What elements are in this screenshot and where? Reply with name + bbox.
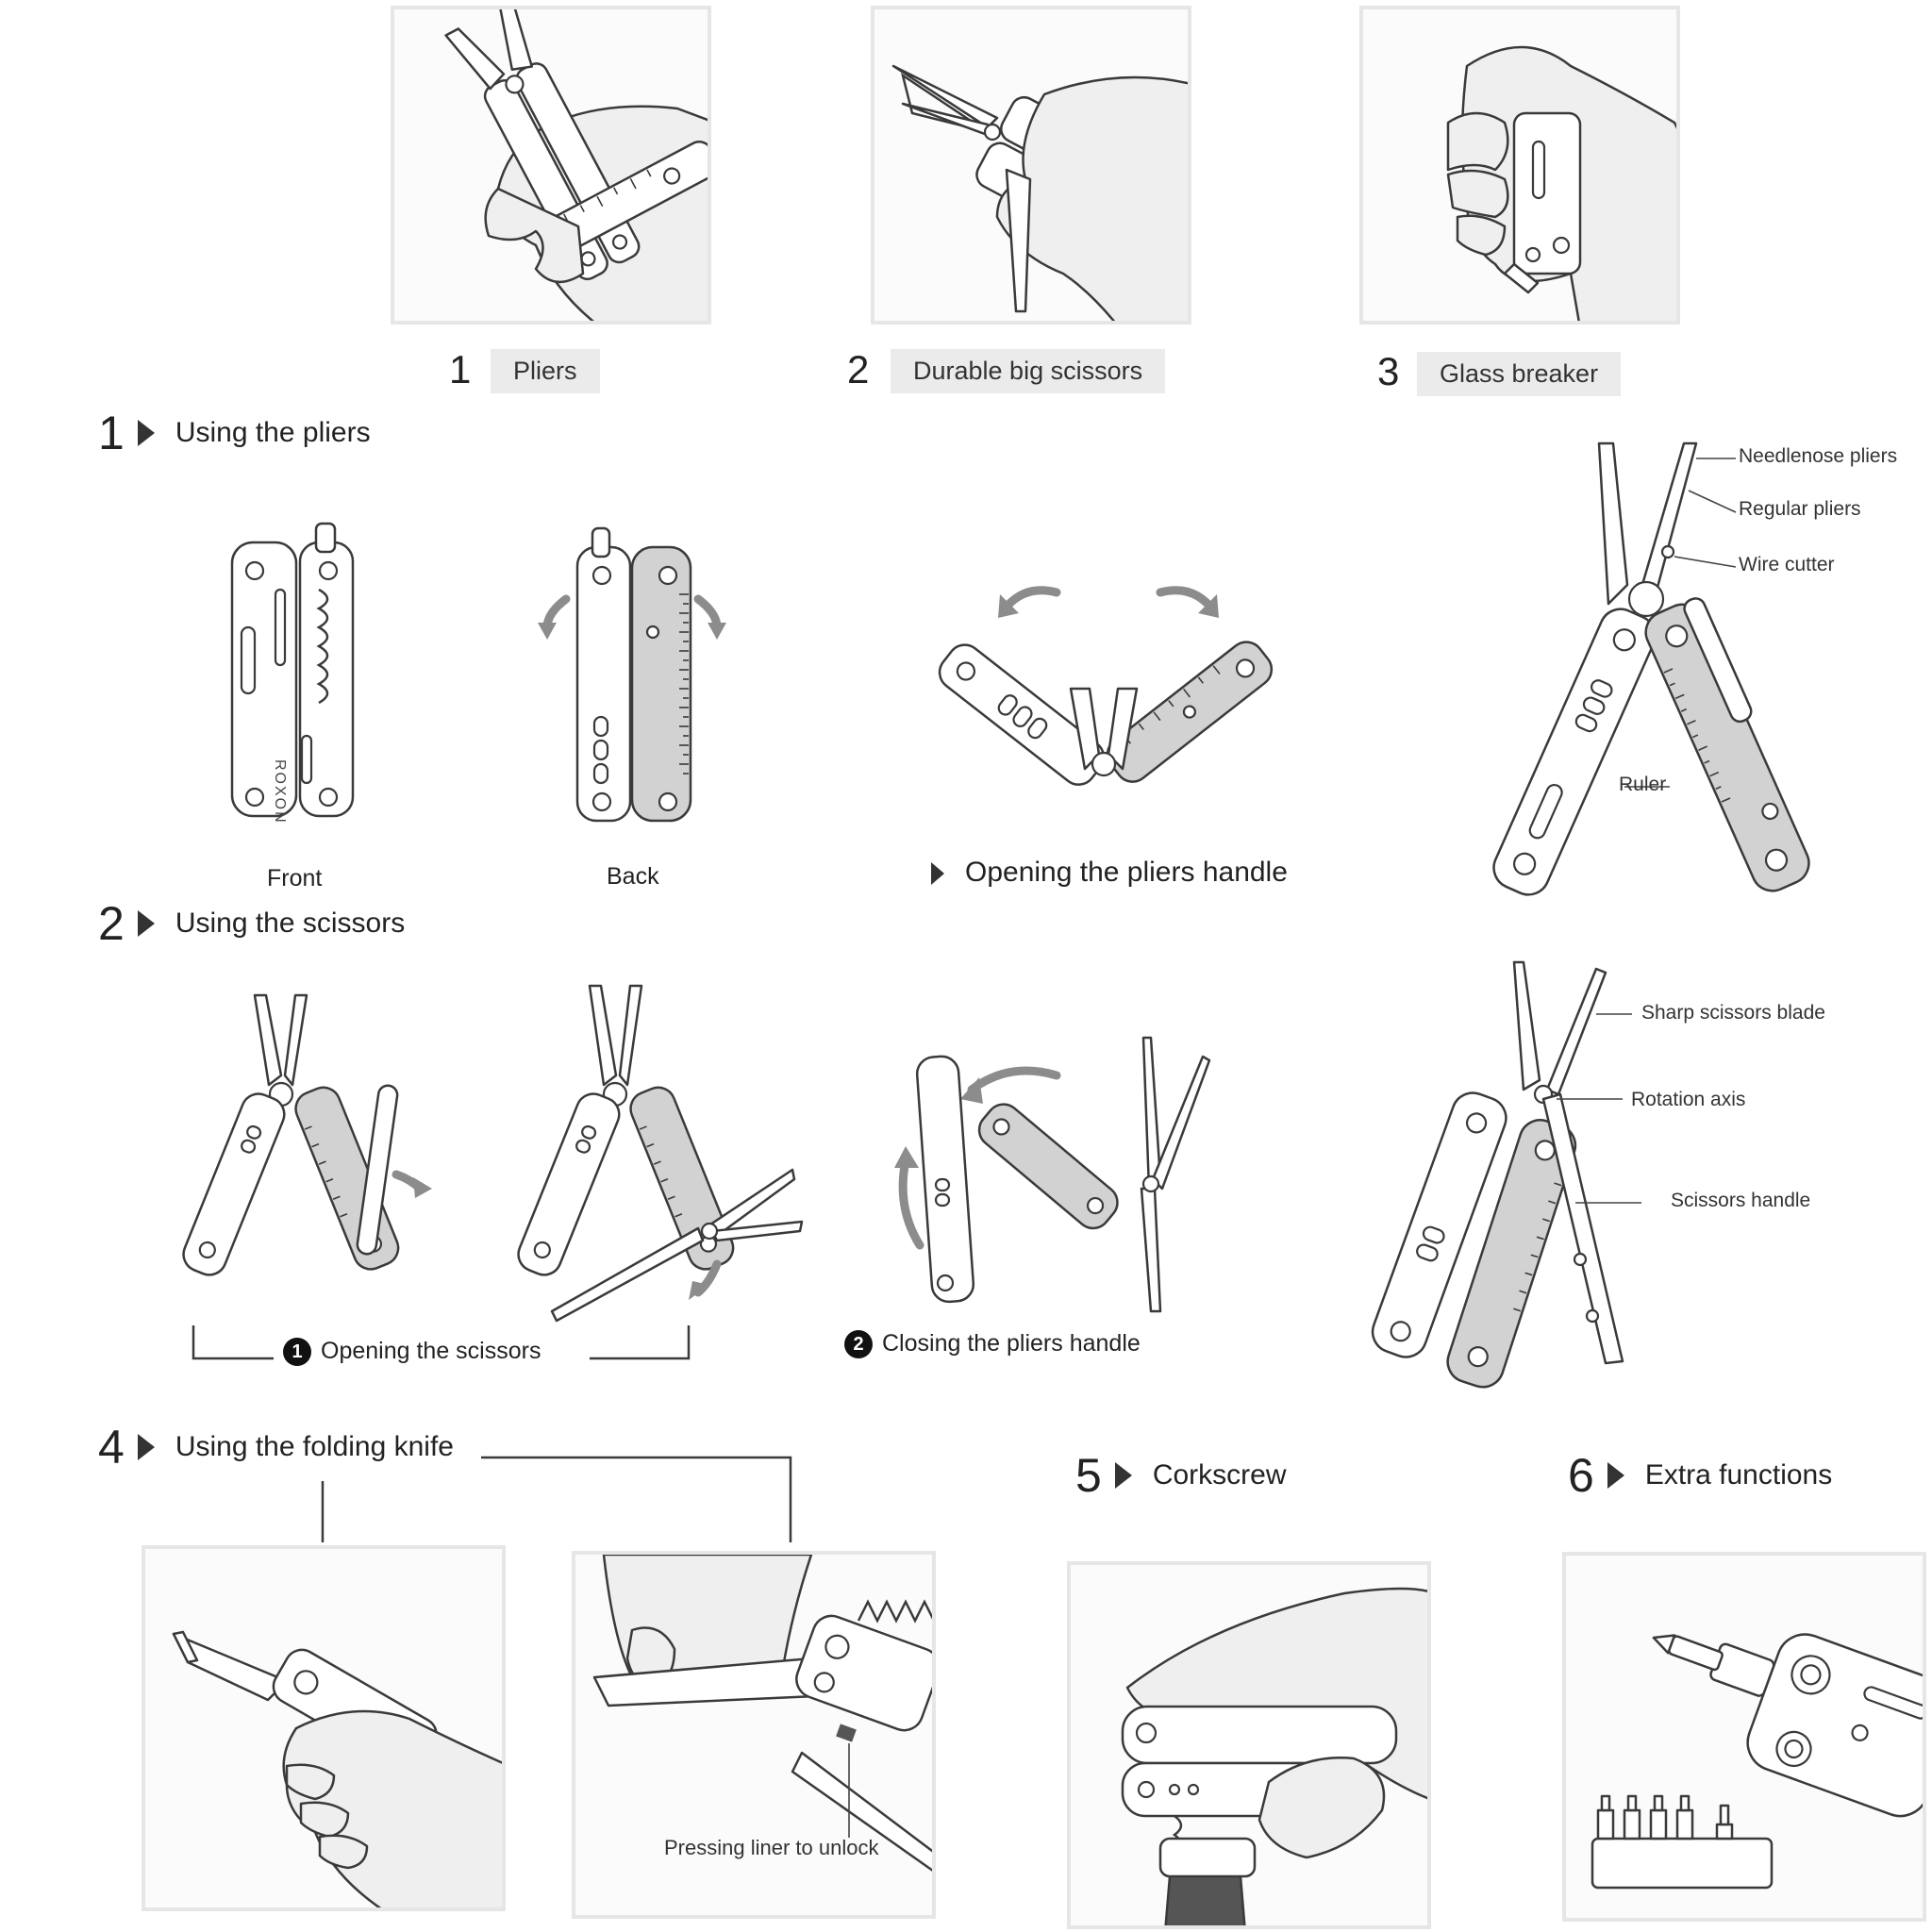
pliers-in-hand-illustration — [444, 9, 708, 321]
callout-rotation-axis: Rotation axis — [1631, 1089, 1746, 1110]
callout-sharp-scissors-blade: Sharp scissors blade — [1641, 1002, 1825, 1024]
section-number: 2 — [98, 897, 125, 950]
glass-breaker-in-hand-illustration — [1446, 45, 1676, 321]
step-badge-1: 1 — [283, 1338, 311, 1367]
section-number: 6 — [1568, 1449, 1594, 1502]
opening-pliers-label: Opening the pliers handle — [965, 857, 1288, 888]
section-number: 1 — [98, 407, 125, 459]
pliers-anatomy-diagram — [1492, 441, 1810, 896]
photo-corkscrew — [1067, 1561, 1431, 1929]
section-heading-corkscrew: 5 Corkscrew — [1075, 1448, 1287, 1503]
photo-extra-functions — [1562, 1552, 1926, 1922]
knife-bracket-lines — [321, 1456, 792, 1542]
triangle-marker-icon — [137, 420, 155, 446]
opening-scissors-caption: 1 Opening the scissors — [283, 1338, 541, 1367]
photo-caption-label-3: Glass breaker — [1417, 352, 1622, 396]
photo-knife-unlock — [572, 1551, 936, 1919]
scissors-in-hand-illustration — [891, 64, 1188, 321]
scissors-step-b-illustration — [517, 984, 804, 1323]
section-number: 4 — [98, 1421, 125, 1474]
triangle-marker-icon — [1114, 1462, 1132, 1489]
callout-needlenose-pliers: Needlenose pliers — [1739, 445, 1898, 467]
section-heading-pliers: 1 Using the pliers — [98, 406, 371, 460]
section-heading-folding-knife: 4 Using the folding knife — [98, 1420, 454, 1474]
knife-in-hand-illustration — [172, 1630, 502, 1907]
triangle-marker-icon — [1607, 1462, 1624, 1489]
photo-scissors — [871, 6, 1191, 325]
step-badge-2: 2 — [844, 1330, 873, 1359]
corkscrew-in-hand-illustration — [1121, 1587, 1427, 1925]
callout-ruler: Ruler — [1619, 774, 1667, 795]
photo-pliers — [391, 6, 711, 325]
knife-unlock-note: Pressing liner to unlock — [664, 1836, 879, 1859]
pliers-back-view-illustration — [538, 526, 726, 823]
opening-pliers-caption: Opening the pliers handle — [931, 857, 1288, 889]
closing-pliers-illustration — [894, 1036, 1211, 1313]
section-number: 5 — [1075, 1449, 1102, 1502]
bracket-line-scissors — [192, 1325, 691, 1360]
photo-folding-knife-grip — [142, 1545, 506, 1911]
photo-caption-label-1: Pliers — [491, 349, 600, 393]
section-heading-scissors: 2 Using the scissors — [98, 896, 405, 951]
closing-pliers-caption: 2 Closing the pliers handle — [844, 1330, 1141, 1359]
pliers-opening-illustration — [938, 586, 1274, 786]
opening-scissors-label: Opening the scissors — [321, 1338, 541, 1364]
photo-glass-breaker — [1359, 6, 1680, 325]
triangle-marker-icon — [931, 862, 944, 886]
section-title: Using the folding knife — [175, 1431, 454, 1462]
callout-wire-cutter: Wire cutter — [1739, 554, 1835, 575]
pliers-back-label: Back — [607, 863, 659, 890]
brand-logo-text: ROXON — [272, 759, 288, 824]
scissors-anatomy-diagram — [1371, 960, 1641, 1389]
callout-scissors-handle: Scissors handle — [1671, 1190, 1811, 1211]
pliers-front-label: Front — [267, 865, 323, 891]
knife-unlock-illustration — [592, 1555, 932, 1872]
photo-caption-number-2: 2 — [847, 347, 870, 391]
closing-pliers-label: Closing the pliers handle — [882, 1330, 1141, 1357]
section-title: Corkscrew — [1152, 1459, 1287, 1491]
photo-caption-label-2: Durable big scissors — [891, 349, 1166, 393]
scissors-step-a-illustration — [182, 993, 432, 1276]
screwdriver-bits-illustration — [1591, 1633, 1923, 1890]
triangle-marker-icon — [137, 1434, 155, 1460]
section-heading-extra-functions: 6 Extra functions — [1568, 1448, 1832, 1503]
triangle-marker-icon — [137, 910, 155, 937]
callout-regular-pliers: Regular pliers — [1739, 498, 1861, 520]
section-title: Using the scissors — [175, 908, 406, 939]
section-title: Extra functions — [1644, 1459, 1833, 1491]
section-title: Using the pliers — [175, 417, 371, 448]
photo-caption-number-1: 1 — [449, 347, 472, 391]
pliers-front-view-illustration: ROXON — [230, 522, 355, 824]
photo-caption-number-3: 3 — [1377, 349, 1400, 393]
